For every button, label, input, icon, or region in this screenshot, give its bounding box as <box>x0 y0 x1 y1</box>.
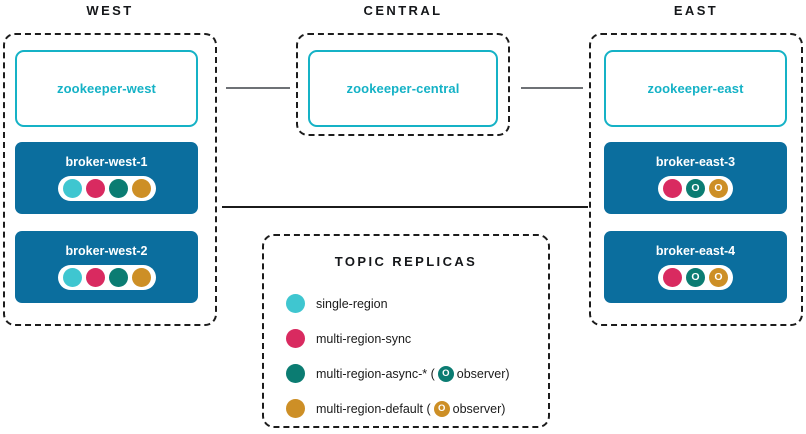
legend-item-multi-region-sync: multi-region-sync <box>286 321 536 356</box>
broker-east-3-replica-pill: O O <box>658 176 733 201</box>
zookeeper-west-label: zookeeper-west <box>57 81 156 96</box>
observer-badge-icon: O <box>433 400 450 417</box>
region-container-east <box>589 33 803 326</box>
broker-east-4-replica-pill: O O <box>658 265 733 290</box>
broker-west-2-replica-pill <box>57 265 156 290</box>
zookeeper-central-node[interactable]: zookeeper-central <box>308 50 498 127</box>
region-title-east: EAST <box>673 3 719 18</box>
region-title-central: CENTRAL <box>363 3 443 18</box>
zookeeper-east-label: zookeeper-east <box>647 81 744 96</box>
replica-dot-multi-region-async-observer: O <box>686 268 705 287</box>
replica-dot-multi-region-default-observer: O <box>709 268 728 287</box>
replica-dot-single-region <box>62 268 82 287</box>
replica-dot-multi-region-async <box>108 268 128 287</box>
legend-items: single-region multi-region-sync multi-re… <box>286 286 536 426</box>
zookeeper-west-node[interactable]: zookeeper-west <box>15 50 198 127</box>
region-container-west <box>3 33 217 326</box>
broker-east-3-label: broker-east-3 <box>655 155 736 169</box>
replica-dot-multi-region-default-observer: O <box>709 179 728 198</box>
zk-central-to-east-link <box>521 87 583 89</box>
region-title-west: WEST <box>86 3 134 18</box>
broker-west-1-label: broker-west-1 <box>65 155 148 169</box>
broker-east-3-node[interactable]: broker-east-3 O O <box>604 142 787 214</box>
legend-label-multi-region-async: multi-region-async-* ( O observer) <box>316 365 510 382</box>
broker-east-4-node[interactable]: broker-east-4 O O <box>604 231 787 303</box>
replica-dot-multi-region-sync <box>663 179 682 198</box>
legend-topic-replicas: TOPIC REPLICAS single-region multi-regio… <box>262 234 550 428</box>
region-container-central <box>296 33 510 136</box>
legend-swatch-multi-region-default <box>286 399 305 418</box>
broker-west-1-replica-pill <box>57 176 156 201</box>
legend-swatch-multi-region-sync <box>286 329 305 348</box>
legend-label-single-region: single-region <box>316 296 388 311</box>
replica-dot-single-region <box>62 179 82 198</box>
replica-dot-multi-region-default <box>131 179 151 198</box>
legend-text-suffix-default: observer) <box>452 401 506 416</box>
broker-west-to-east-link <box>222 206 588 208</box>
replica-dot-multi-region-sync <box>85 268 105 287</box>
replica-dot-multi-region-async-observer: O <box>686 179 705 198</box>
legend-item-single-region: single-region <box>286 286 536 321</box>
zookeeper-east-node[interactable]: zookeeper-east <box>604 50 787 127</box>
legend-item-multi-region-async: multi-region-async-* ( O observer) <box>286 356 536 391</box>
legend-swatch-multi-region-async <box>286 364 305 383</box>
replica-dot-multi-region-default <box>131 268 151 287</box>
zookeeper-central-label: zookeeper-central <box>346 81 460 96</box>
broker-west-2-node[interactable]: broker-west-2 <box>15 231 198 303</box>
legend-title: TOPIC REPLICAS <box>334 254 478 269</box>
zk-west-to-central-link <box>226 87 290 89</box>
legend-text-prefix-default: multi-region-default ( <box>316 401 431 416</box>
replica-dot-multi-region-sync <box>663 268 682 287</box>
broker-east-4-label: broker-east-4 <box>655 244 736 258</box>
legend-text-suffix-async: observer) <box>456 366 510 381</box>
legend-text-prefix-async: multi-region-async-* ( <box>316 366 435 381</box>
legend-label-multi-region-default: multi-region-default ( O observer) <box>316 400 506 417</box>
replica-dot-multi-region-sync <box>85 179 105 198</box>
legend-swatch-single-region <box>286 294 305 313</box>
replica-dot-multi-region-async <box>108 179 128 198</box>
broker-west-1-node[interactable]: broker-west-1 <box>15 142 198 214</box>
legend-item-multi-region-default: multi-region-default ( O observer) <box>286 391 536 426</box>
legend-label-multi-region-sync: multi-region-sync <box>316 331 412 346</box>
observer-badge-icon: O <box>437 365 454 382</box>
broker-west-2-label: broker-west-2 <box>65 244 148 258</box>
